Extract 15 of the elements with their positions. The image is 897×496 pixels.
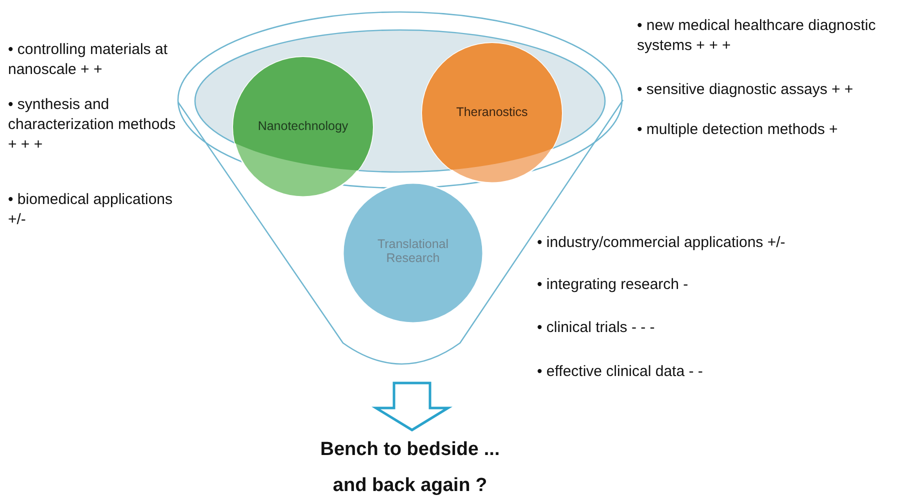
bullet-point: • integrating research - — [537, 275, 690, 295]
bullet-point: • biomedical applications +/- — [8, 190, 174, 230]
hollow-arrow — [372, 382, 452, 432]
bullet-point: • multiple detection methods + — [637, 120, 839, 140]
bullet-point: • industry/commercial applications +/- — [537, 233, 786, 253]
bullet-point: • new medical healthcare diagnostic systems + + + — [637, 16, 877, 56]
circle-label: Nanotechnology — [256, 119, 350, 133]
bullet-point: • effective clinical data - - — [537, 362, 704, 382]
conclusion-text: Bench to bedside ... and back again ? — [319, 438, 501, 496]
bullet-point: • clinical trials - - - — [537, 318, 656, 338]
circle-label: Theranostics — [455, 105, 529, 119]
circle-label: Translational Research — [376, 237, 450, 265]
bullet-point: • synthesis and characterization methods + + + — [8, 95, 177, 155]
bullet-point: • sensitive diagnostic assays + + — [637, 80, 854, 100]
bullet-point: • controlling materials at nanoscale + + — [8, 40, 168, 80]
